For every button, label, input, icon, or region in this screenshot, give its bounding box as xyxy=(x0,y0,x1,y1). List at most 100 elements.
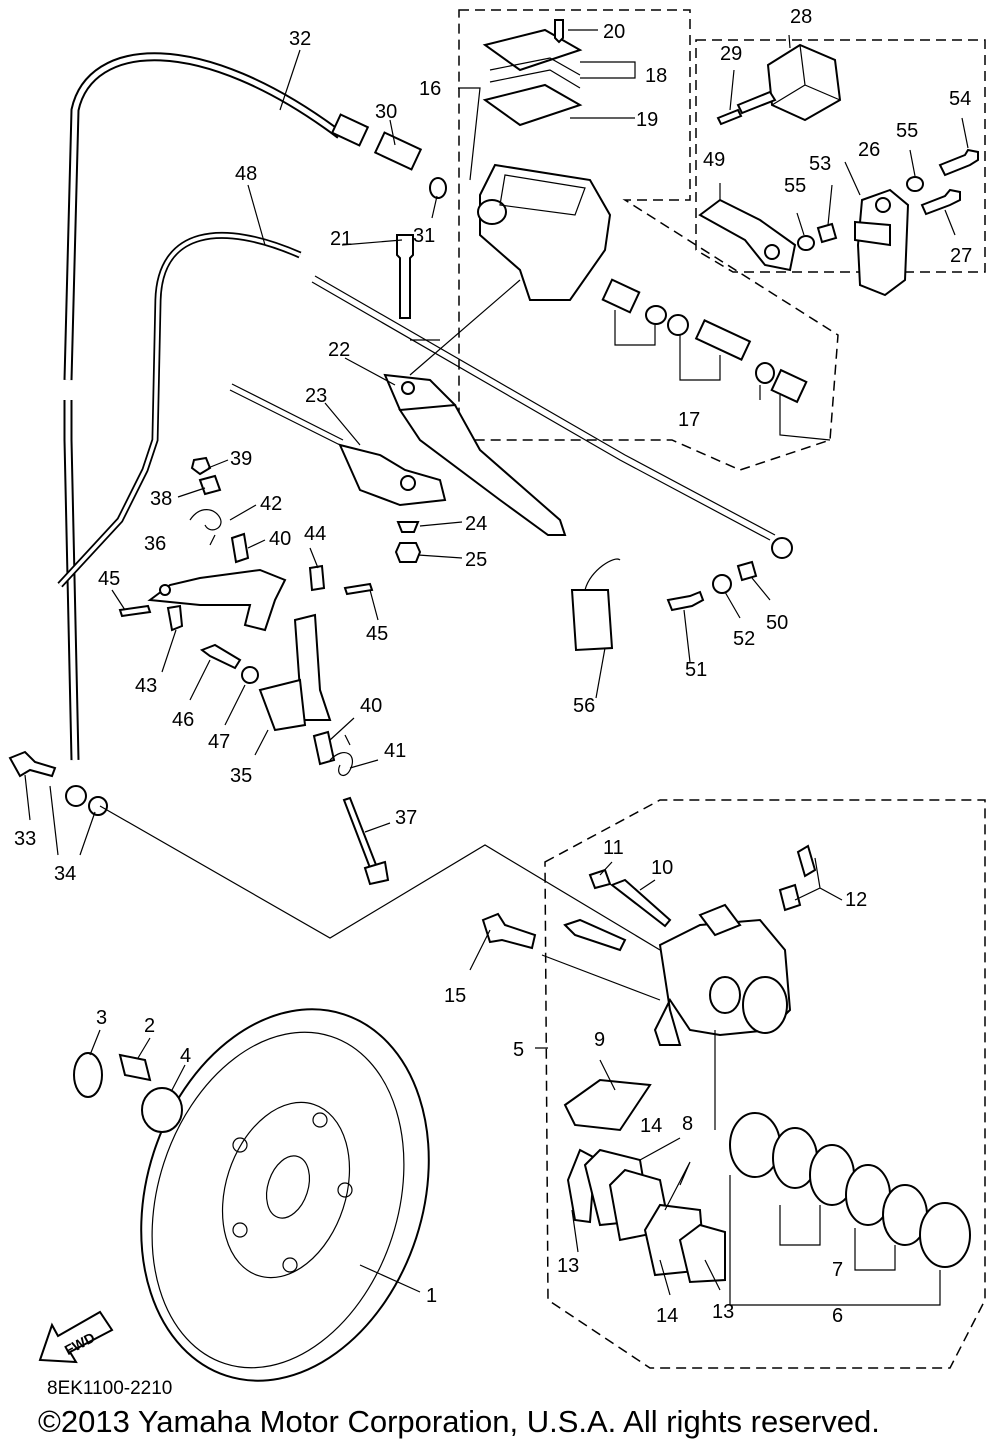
callout-6: 6 xyxy=(832,1305,843,1327)
bolt-15 xyxy=(481,912,537,950)
screw-29 xyxy=(716,108,743,126)
callout-14a: 14 xyxy=(640,1115,662,1137)
collar-53 xyxy=(816,222,838,244)
connector-lines xyxy=(99,279,941,1306)
callout-3: 3 xyxy=(96,1007,107,1029)
screw-20 xyxy=(554,19,564,44)
callout-45b: 45 xyxy=(366,623,388,645)
callout-21: 21 xyxy=(330,228,352,250)
callout-34: 34 xyxy=(54,863,76,885)
circlip-3 xyxy=(73,1052,103,1098)
callout-53: 53 xyxy=(809,153,831,175)
brake-disc-1 xyxy=(140,1008,430,1382)
cable-23 xyxy=(229,389,341,446)
callout-56: 56 xyxy=(573,695,595,717)
callout-10: 10 xyxy=(651,857,673,879)
nut-39 xyxy=(190,456,212,476)
bolt-27 xyxy=(920,188,961,216)
callout-22: 22 xyxy=(328,339,350,361)
callout-8: 8 xyxy=(682,1113,693,1135)
callout-4: 4 xyxy=(180,1045,191,1067)
callout-35: 35 xyxy=(230,765,252,787)
master-cylinder-16 xyxy=(477,163,612,301)
callout-55a: 55 xyxy=(896,120,918,142)
callout-40a: 40 xyxy=(269,528,291,550)
drawing-code: 8EK1100-2210 xyxy=(47,1378,173,1399)
caliper-5 xyxy=(653,903,792,1046)
piston-6a xyxy=(729,1112,781,1178)
callout-23: 23 xyxy=(305,385,327,407)
bolt-46 xyxy=(199,643,242,670)
washer-52 xyxy=(712,574,732,594)
callout-24: 24 xyxy=(465,513,487,535)
washer-55b xyxy=(797,235,815,251)
callout-16: 16 xyxy=(419,78,441,100)
callout-12: 12 xyxy=(845,889,867,911)
callout-33: 33 xyxy=(14,828,36,850)
callout-31: 31 xyxy=(413,225,435,247)
callout-47: 47 xyxy=(208,731,230,753)
callout-20: 20 xyxy=(603,21,625,43)
bleed-valve-12 xyxy=(796,844,817,878)
pin-44 xyxy=(308,564,326,592)
washer-34 xyxy=(88,796,108,816)
adjuster-30 xyxy=(373,131,423,171)
pin-10 xyxy=(609,878,672,928)
callout-19: 19 xyxy=(636,109,658,131)
callout-26: 26 xyxy=(858,139,880,161)
callout-45a: 45 xyxy=(98,568,120,590)
copyright-notice: ©2013 Yamaha Motor Corporation, U.S.A. A… xyxy=(38,1404,880,1439)
cable-end xyxy=(771,537,793,559)
callout-44: 44 xyxy=(304,523,326,545)
collar-40a xyxy=(230,532,250,564)
cable-48 xyxy=(57,232,302,588)
collar-50 xyxy=(736,560,758,582)
callout-37: 37 xyxy=(395,807,417,829)
cotter-pin-45a xyxy=(118,604,152,618)
collar-40b xyxy=(312,730,336,766)
callout-54: 54 xyxy=(949,88,971,110)
callout-48: 48 xyxy=(235,163,257,185)
callout-52: 52 xyxy=(733,628,755,650)
label-56 xyxy=(570,589,614,652)
shim-13b xyxy=(678,1223,726,1284)
nut-47 xyxy=(241,666,259,684)
washer-24 xyxy=(396,521,420,533)
callout-2: 2 xyxy=(144,1015,155,1037)
callout-17: 17 xyxy=(678,409,700,431)
callout-5: 5 xyxy=(513,1039,524,1061)
washer-55a xyxy=(906,176,924,192)
bolt-21 xyxy=(396,234,414,319)
callout-41: 41 xyxy=(384,740,406,762)
bolt-caliper xyxy=(563,918,627,952)
callout-13a: 13 xyxy=(557,1255,579,1277)
cable-48-inner xyxy=(311,281,771,541)
switch-28 xyxy=(736,43,842,122)
diaphragm-19 xyxy=(482,83,583,127)
callout-13b: 13 xyxy=(712,1301,734,1323)
washer-38 xyxy=(198,474,222,496)
lever-bracket-23 xyxy=(338,443,447,507)
callout-32: 32 xyxy=(289,28,311,50)
pin-43 xyxy=(166,604,184,632)
callout-40b: 40 xyxy=(360,695,382,717)
callout-39: 39 xyxy=(230,448,252,470)
piston-kit-17 xyxy=(601,278,831,441)
arm-35 xyxy=(258,613,332,732)
callout-1: 1 xyxy=(426,1285,437,1307)
arm-36 xyxy=(147,568,287,632)
washer-31 xyxy=(429,177,447,199)
brake-lever-22 xyxy=(383,373,567,536)
reservoir-cap-18 xyxy=(482,28,583,72)
piston-6b xyxy=(919,1202,971,1268)
caliper-assembly-box xyxy=(544,799,986,1369)
bolt-51 xyxy=(666,590,705,612)
callout-51: 51 xyxy=(685,659,707,681)
rod-37 xyxy=(342,796,380,875)
spring-42 xyxy=(189,509,222,546)
spring-41 xyxy=(329,734,353,777)
callout-38: 38 xyxy=(150,488,172,510)
callout-43: 43 xyxy=(135,675,157,697)
